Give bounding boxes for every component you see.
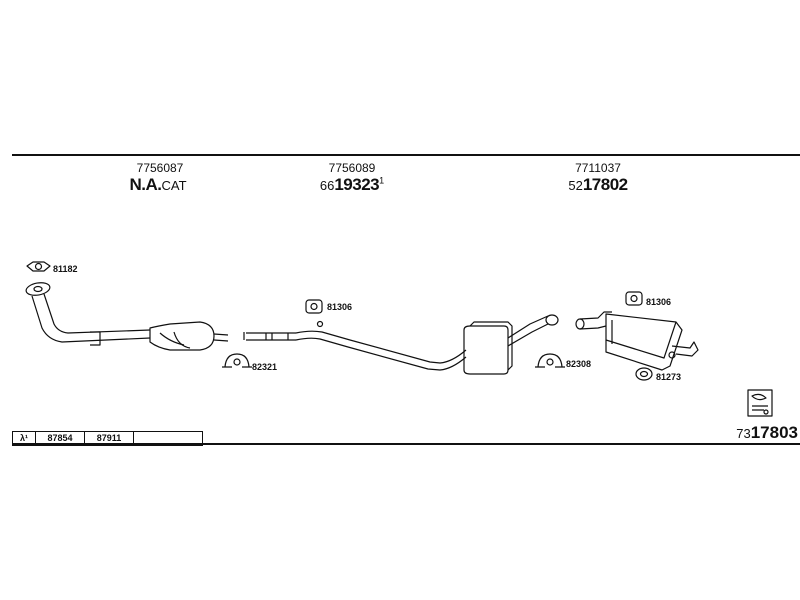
intermediate-pipe — [243, 314, 559, 375]
diagram-reference: 7317803 — [736, 423, 798, 443]
reference-table: λ¹ 87854 87911 — [12, 431, 203, 446]
ref-cell-1: 87854 — [36, 432, 85, 445]
hanger-rear-icon — [625, 291, 643, 306]
part-label-clamp-mid: 82321 — [252, 362, 278, 372]
part-label-hanger-mid: 81306 — [327, 302, 353, 312]
section-2-part-number: 7756089 — [328, 161, 376, 175]
ref-cell-2: 87911 — [85, 432, 134, 445]
part-label-clamp-rear: 82308 — [566, 359, 592, 369]
part-label-hanger-rear: 81306 — [646, 297, 672, 307]
diagram-ref-prefix: 73 — [736, 426, 751, 441]
ref-cell-3 — [134, 432, 202, 445]
ref-lambda: λ¹ — [13, 432, 36, 445]
section-3-label-bold: 17802 — [582, 175, 628, 194]
section-3-part-number: 7711037 — [575, 161, 621, 175]
rear-silencer — [575, 311, 699, 371]
section-2-label-sup: 1 — [379, 175, 385, 186]
section-3-label-small: 52 — [568, 178, 583, 193]
clamp-mid-icon — [222, 353, 252, 368]
section-1-label-small: CAT — [161, 178, 187, 193]
section-1-label-bold: N.A. — [129, 175, 162, 194]
part-label-gasket-front: 81182 — [53, 264, 78, 274]
clamp-rear-icon — [535, 353, 565, 368]
rubber-rear-icon — [635, 367, 653, 381]
section-2-label-small: 66 — [319, 178, 335, 193]
part-label-rubber-rear: 81273 — [656, 372, 682, 382]
front-pipe-cat — [25, 282, 229, 351]
diagram-ref-icon — [747, 389, 773, 417]
hanger-mid-icon — [305, 299, 323, 314]
gasket-front-icon — [26, 261, 51, 272]
section-1-label: N.A.CAT — [129, 175, 186, 195]
section-1-part-number: 7756087 — [136, 161, 184, 175]
diagram-ref-number: 17803 — [750, 423, 798, 442]
section-3-label: 5217802 — [568, 175, 628, 195]
section-2-label: 66193231 — [320, 175, 384, 195]
section-2-label-bold: 19323 — [334, 175, 380, 194]
